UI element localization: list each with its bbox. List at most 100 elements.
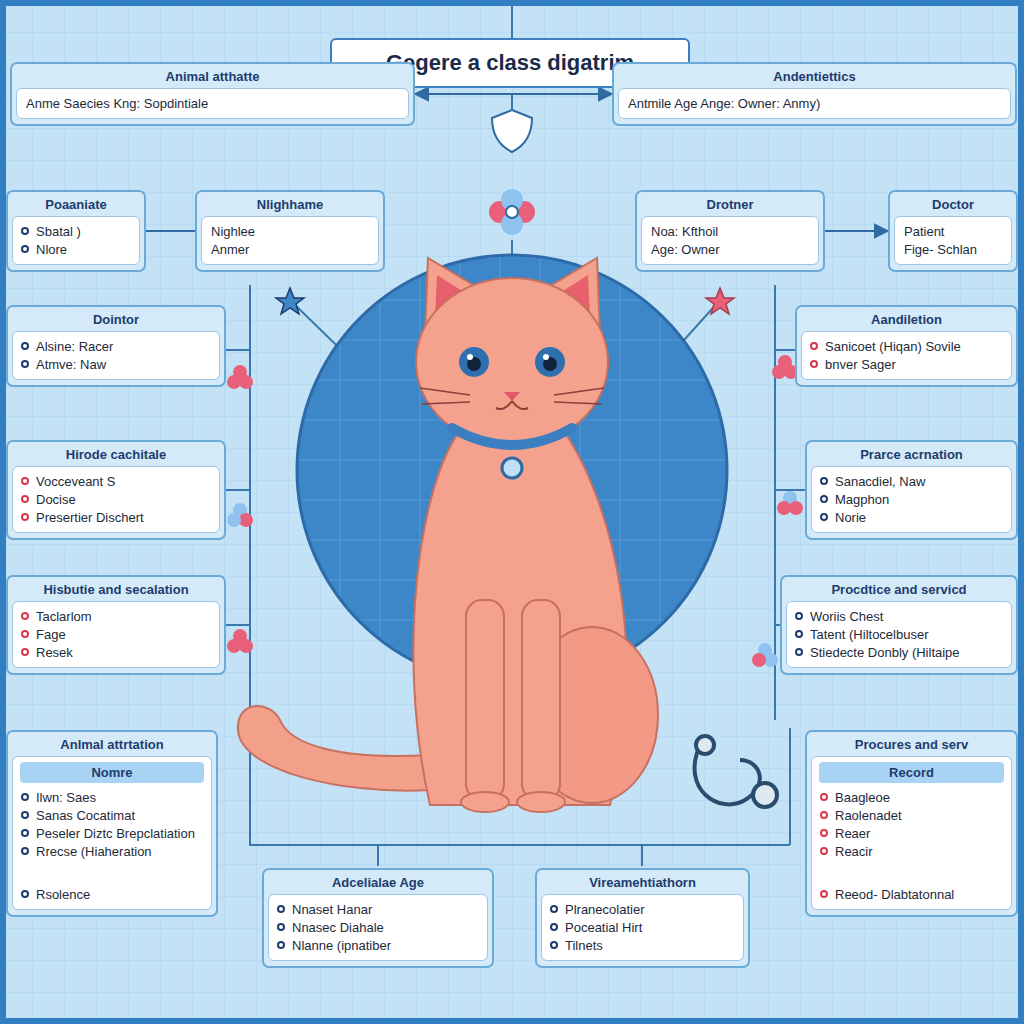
- box-heading: Procdtice and servicd: [786, 580, 1012, 601]
- attribute-text: Sanicoet (Hiqan) Sovile: [809, 338, 1004, 355]
- bullet-dot: [820, 495, 828, 503]
- attribute-text: Sbatal ): [20, 223, 132, 240]
- bullet-dot: [21, 245, 29, 253]
- bullet-dot: [21, 811, 29, 819]
- attribute-text: Raolenadet: [819, 807, 1004, 824]
- bullet-dot: [820, 829, 828, 837]
- bullet-dot: [21, 847, 29, 855]
- attribute-text: Ilwn: Saes: [20, 789, 204, 806]
- attribute-text: Tatent (Hiltocelbuser: [794, 626, 1004, 643]
- bullet-dot: [21, 793, 29, 801]
- attribute-text: Presertier Dischert: [20, 509, 212, 526]
- bullet-dot: [550, 923, 558, 931]
- diagram-title: Gegere a class digatrim: [386, 50, 634, 75]
- attribute-text: Antmile Age Ange: Owner: Anmy): [626, 95, 1003, 112]
- class-box: DoctorPatientFige- Schlan: [888, 190, 1018, 272]
- bullet-dot: [820, 793, 828, 801]
- attribute-text: Rrecse (Hiaheration: [20, 843, 204, 860]
- attribute-text: Peseler Diztc Brepclatiation: [20, 825, 204, 842]
- box-body: Sanacdiel, NawMagphonNorie: [811, 466, 1012, 533]
- attribute-text: Norie: [819, 509, 1004, 526]
- bullet-dot: [277, 941, 285, 949]
- attribute-text: bnver Sager: [809, 356, 1004, 373]
- class-box: AndentietticsAntmile Age Ange: Owner: An…: [612, 62, 1017, 126]
- bullet-dot: [795, 612, 803, 620]
- bullet-dot: [795, 630, 803, 638]
- class-box: Hisbutie and secalationTaclarlomFageRese…: [6, 575, 226, 675]
- attribute-text: Plranecolatier: [549, 901, 736, 918]
- attribute-text: Fage: [20, 626, 212, 643]
- small-flowers: [227, 355, 803, 667]
- bullet-dot: [820, 847, 828, 855]
- box-heading: Hisbutie and secalation: [12, 580, 220, 601]
- box-body: PatientFige- Schlan: [894, 216, 1012, 265]
- class-box: Procdtice and servicdWoriis ChestTatent …: [780, 575, 1018, 675]
- attribute-text: Nlanne (ipnatiber: [276, 937, 480, 954]
- box-body: Alsine: RacerAtmve: Naw: [12, 331, 220, 380]
- attribute-text: Baagleoe: [819, 789, 1004, 806]
- frame: [3, 3, 1021, 1021]
- bullet-dot: [820, 890, 828, 898]
- box-body: Woriis ChestTatent (HiltocelbuserStiedec…: [786, 601, 1012, 668]
- box-heading: Prarce acrnation: [811, 445, 1012, 466]
- class-box: DointorAlsine: RacerAtmve: Naw: [6, 305, 226, 387]
- bullet-dot: [820, 513, 828, 521]
- box-heading: Drotner: [641, 195, 819, 216]
- box-body: Noa: KfthoilAge: Owner: [641, 216, 819, 265]
- stethoscope-icon: [695, 736, 777, 807]
- class-box: Hirode cachitaleVocceveant SDocisePreser…: [6, 440, 226, 540]
- box-body: TaclarlomFageResek: [12, 601, 220, 668]
- class-box: VireamehtiathornPlranecolatierPoceatial …: [535, 868, 750, 968]
- association-line: [146, 230, 195, 232]
- box-subheading: Record: [819, 762, 1004, 783]
- attribute-text: Reacir: [819, 843, 1004, 860]
- attribute-text: Magphon: [819, 491, 1004, 508]
- attribute-text: Vocceveant S: [20, 473, 212, 490]
- box-heading: Andentiettics: [618, 67, 1011, 88]
- attribute-text: Sanas Cocatimat: [20, 807, 204, 824]
- class-box: AandiletionSanicoet (Hiqan) Sovilebnver …: [795, 305, 1018, 387]
- box-body: Antmile Age Ange: Owner: Anmy): [618, 88, 1011, 119]
- box-body: Anme Saecies Kng: Sopdintiale: [16, 88, 409, 119]
- class-box: NlighhameNighleeAnmer: [195, 190, 385, 272]
- bullet-dot: [21, 630, 29, 638]
- bullet-dot: [795, 648, 803, 656]
- bullet-dot: [21, 227, 29, 235]
- bullet-dot: [810, 360, 818, 368]
- bullet-dot: [820, 477, 828, 485]
- box-body: PlranecolatierPoceatial HirtTilnets: [541, 894, 744, 961]
- box-heading: Animal atthatte: [16, 67, 409, 88]
- box-body: RecordBaagleoeRaolenadetReaerReacirReeod…: [811, 756, 1012, 910]
- class-box: Adcelialae AgeNnaset HanarNnasec Diahale…: [262, 868, 494, 968]
- box-heading: Nlighhame: [201, 195, 379, 216]
- box-heading: Aandiletion: [801, 310, 1012, 331]
- box-body: NomreIlwn: SaesSanas CocatimatPeseler Di…: [12, 756, 212, 910]
- wires: [226, 0, 805, 866]
- bullet-dot: [21, 360, 29, 368]
- box-body: Vocceveant SDocisePresertier Dischert: [12, 466, 220, 533]
- attribute-text: Taclarlom: [20, 608, 212, 625]
- attribute-text: Stiedecte Donbly (Hiltaipe: [794, 644, 1004, 661]
- box-subheading: Nomre: [20, 762, 204, 783]
- bullet-dot: [21, 513, 29, 521]
- box-heading: Anlmal attrtation: [12, 735, 212, 756]
- flower-icon: [489, 189, 535, 235]
- attribute-text: Docise: [20, 491, 212, 508]
- box-heading: Doctor: [894, 195, 1012, 216]
- attribute-text: Noa: Kfthoil: [649, 223, 811, 240]
- class-box: Prarce acrnationSanacdiel, NawMagphonNor…: [805, 440, 1018, 540]
- box-heading: Procures and serv: [811, 735, 1012, 756]
- shield-icon: [492, 110, 532, 152]
- class-box: Anlmal attrtationNomreIlwn: SaesSanas Co…: [6, 730, 218, 917]
- bullet-dot: [21, 829, 29, 837]
- attribute-text: Fige- Schlan: [902, 241, 1004, 258]
- attribute-text: Nnasec Diahale: [276, 919, 480, 936]
- attribute-text: Nighlee: [209, 223, 371, 240]
- box-heading: Adcelialae Age: [268, 873, 488, 894]
- attribute-text: Anmer: [209, 241, 371, 258]
- box-heading: Dointor: [12, 310, 220, 331]
- bullet-dot: [277, 905, 285, 913]
